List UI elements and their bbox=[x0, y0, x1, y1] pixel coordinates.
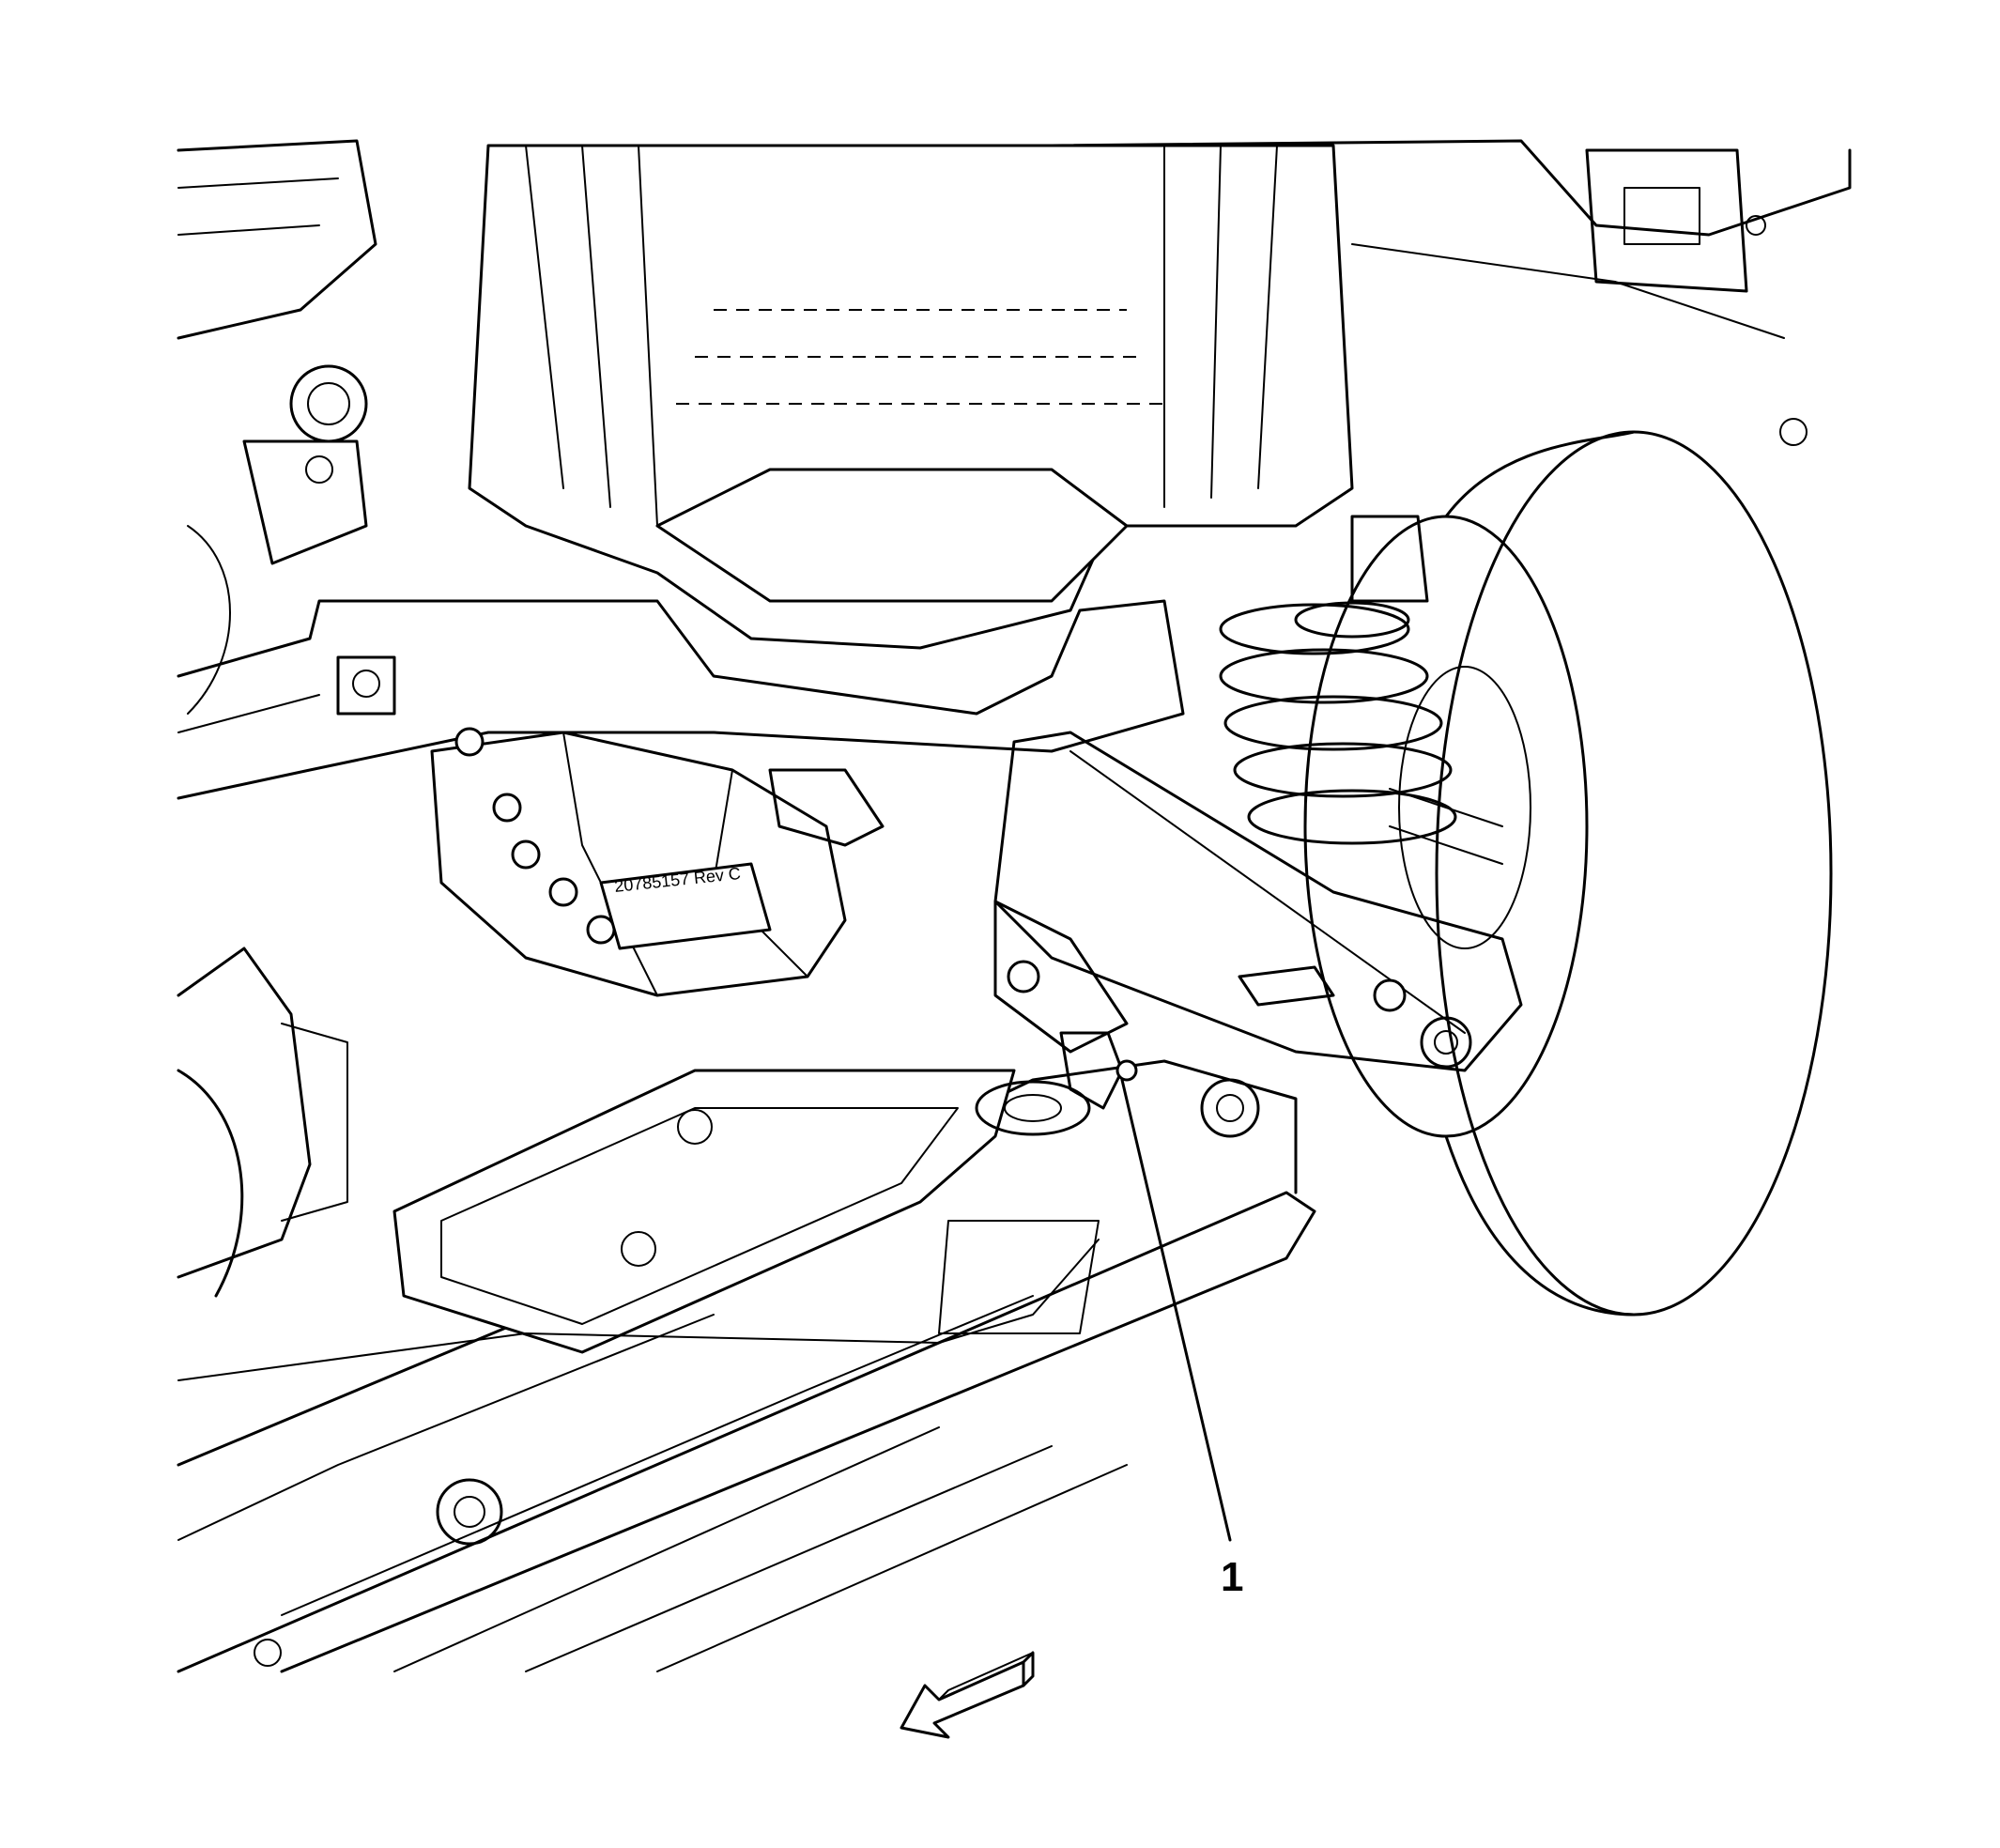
wheel-speed-sensor-harness bbox=[975, 1031, 1138, 1136]
body-frame-rails bbox=[177, 139, 1852, 446]
callout-1-label: 1 bbox=[1221, 1554, 1244, 1600]
fuel-tank bbox=[468, 144, 1354, 650]
rear-wheel-tire bbox=[1303, 430, 1833, 1317]
underbody-floor-panel bbox=[177, 1059, 1316, 1673]
left-wheel-well bbox=[177, 525, 348, 1298]
rear-differential: 20785157 Rev C bbox=[430, 727, 885, 997]
coil-spring bbox=[1219, 515, 1457, 845]
lower-control-arm bbox=[993, 731, 1523, 1072]
callout-1-leader-line bbox=[1120, 1078, 1232, 1542]
front-direction-arrow-icon bbox=[900, 1651, 1035, 1739]
